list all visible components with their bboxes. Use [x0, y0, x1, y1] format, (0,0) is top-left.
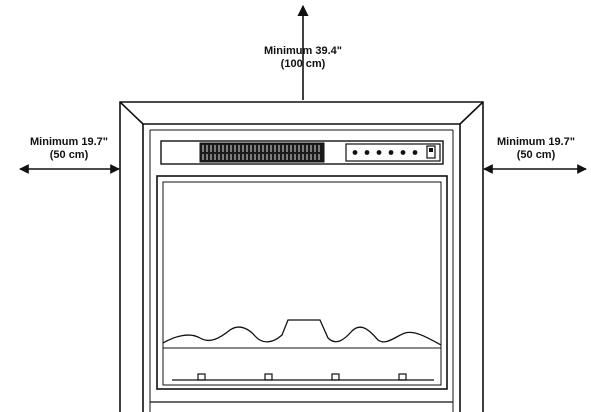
control-button: [364, 150, 370, 155]
control-button: [412, 150, 418, 155]
top-clearance-label: Minimum 39.4": [264, 45, 342, 57]
control-button: [400, 150, 406, 155]
right-clearance-label: Minimum 19.7": [497, 136, 575, 148]
firebox: [156, 175, 448, 390]
vent-slats: [202, 145, 320, 160]
grate: [172, 373, 434, 381]
top-clearance-metric: (100 cm): [281, 58, 326, 70]
left-clearance-label: Minimum 19.7": [30, 136, 108, 148]
control-button: [352, 150, 358, 155]
control-panel: [160, 140, 444, 165]
right-clearance-metric: (50 cm): [517, 149, 556, 161]
flame-log-outline: [162, 319, 442, 346]
control-button: [388, 150, 394, 155]
control-button: [376, 150, 382, 155]
control-buttons: [352, 150, 418, 155]
mantel-frame: [119, 101, 484, 412]
left-clearance-metric: (50 cm): [50, 149, 89, 161]
